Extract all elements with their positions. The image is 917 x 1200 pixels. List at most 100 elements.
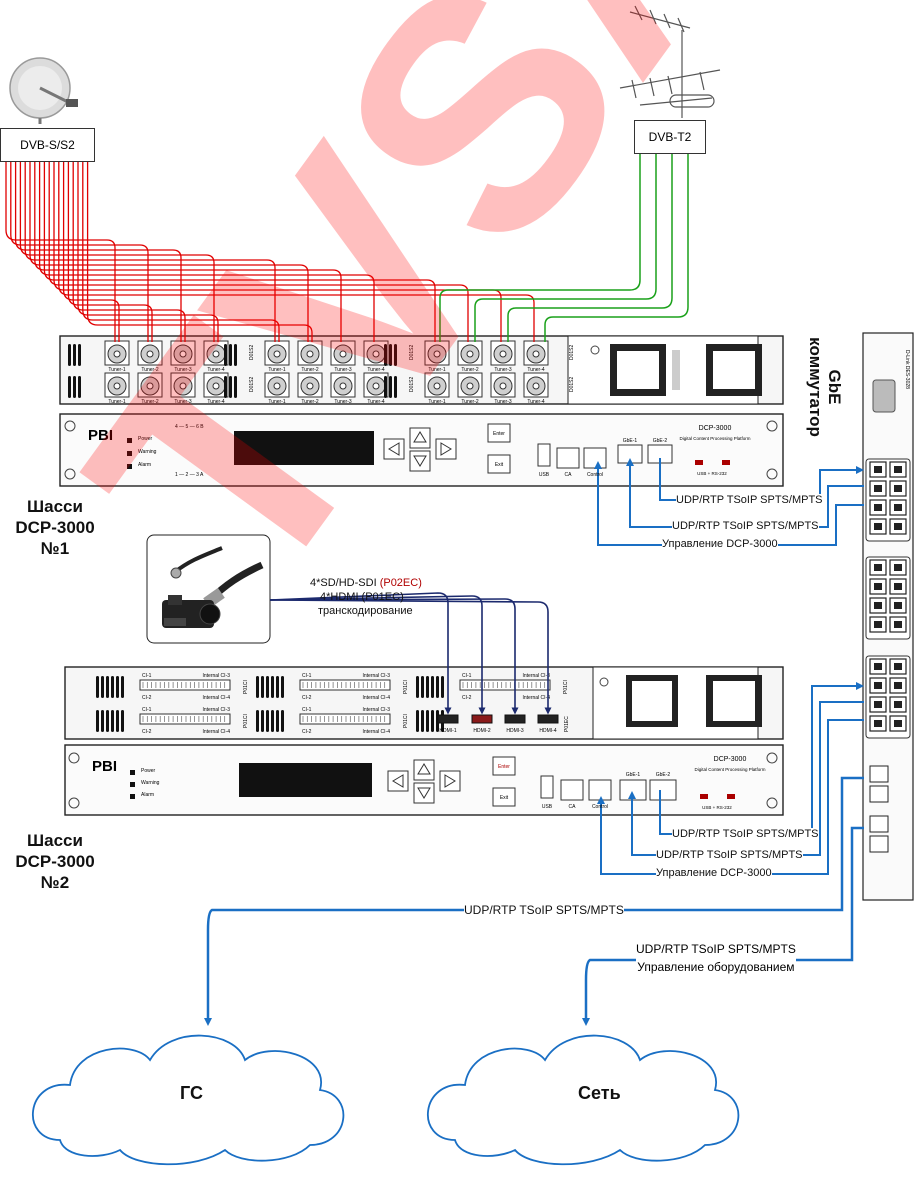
module-tag: D01S2 (249, 344, 255, 360)
ci-module-tag: P01CI (563, 680, 569, 694)
chassis2-vent (96, 710, 99, 732)
chassis1-port-gbe1: GbE-1 (623, 438, 638, 444)
chassis2-vent (276, 710, 279, 732)
chassis2-vent (266, 710, 269, 732)
tuner-label: Tuner-1 (268, 399, 286, 405)
chassis2-brand: PBI (92, 758, 117, 775)
ci-slot (139, 679, 231, 691)
chassis2-port-usb-rs232: USB + RS-232 (702, 805, 732, 810)
ci-slot (299, 713, 391, 725)
switch-sfp-port (869, 785, 889, 803)
camera-cable (269, 599, 552, 715)
cloud-net (426, 1034, 740, 1166)
chassis2-caption: Шасси DCP-3000 №2 (0, 830, 110, 893)
chassis2-vent (421, 676, 424, 698)
tuner-connector-pin (273, 350, 281, 358)
chassis2-vent (281, 710, 284, 732)
camera-input-line2: 4*HDMI (P01EC) (320, 591, 404, 603)
chassis2-vent (106, 676, 109, 698)
tuner-connector-pin (179, 382, 187, 390)
chassis1-port-gbe2: GbE-2 (653, 438, 668, 444)
chassis2-vent (431, 676, 434, 698)
chassis1-port-control: Control (587, 472, 603, 478)
chassis1-port-usb: USB (539, 472, 550, 478)
satellite-dish-icon (9, 57, 78, 124)
chassis2-caption-line1: Шасси (27, 831, 83, 850)
tuner-connector-pin (466, 382, 474, 390)
chassis2-vent (266, 676, 269, 698)
tuner-label: Tuner-4 (527, 399, 545, 405)
switch-port-socket (874, 720, 882, 727)
switch-caption: GbE коммутатор (806, 317, 844, 457)
chassis1-vent (224, 344, 227, 366)
chassis1-nav-pad (383, 427, 457, 472)
chassis2-vent (416, 676, 419, 698)
switch-sfp-port (869, 815, 889, 833)
chassis2-exit: Exit (500, 795, 509, 801)
chassis2-vent (426, 710, 429, 732)
switch-port-socket (894, 663, 902, 670)
ci-label: CI-2 (462, 695, 472, 701)
tuner-connector-pin (306, 382, 314, 390)
hdmi-label: HDMI-3 (506, 728, 523, 734)
chassis2-vent (281, 676, 284, 698)
tuner-label: Tuner-3 (334, 367, 352, 373)
tuner-connector-pin (212, 350, 220, 358)
link-c2-control: Управление DCP-3000 (656, 867, 772, 879)
ci-label: Internal CI-4 (202, 729, 230, 735)
camera-input-line1: 4*SD/HD-SDI (P02EC) (310, 576, 422, 590)
switch-port-socket (874, 682, 882, 689)
ci-label: Internal CI-4 (522, 695, 550, 701)
hdmi-port (471, 714, 493, 724)
dvbs-cable (58, 160, 535, 342)
tuner-label: Tuner-1 (108, 399, 126, 405)
chassis1-vent (224, 376, 227, 398)
chassis2-vent (111, 676, 114, 698)
tuner-label: Tuner-3 (494, 367, 512, 373)
chassis2-vent (256, 676, 259, 698)
chassis2-vent (121, 676, 124, 698)
chassis1-led-warning: Warning (138, 449, 157, 455)
chassis1-caption-line1: Шасси (27, 497, 83, 516)
link-to-gs: UDP/RTP TSoIP SPTS/MPTS (464, 903, 624, 917)
chassis1-vent (68, 344, 71, 366)
dvbt-label: DVB-T2 (648, 130, 692, 144)
tuner-label: Tuner-1 (428, 367, 446, 373)
tuner-connector-pin (179, 350, 187, 358)
chassis2-enter: Enter (498, 764, 510, 770)
switch-device-name: D-Link DES-3028 (904, 350, 910, 389)
switch-port-socket (894, 523, 902, 530)
chassis2-vent (436, 676, 439, 698)
chassis1-led-power: Power (138, 436, 153, 442)
tuner-connector-pin (433, 350, 441, 358)
tuner-connector-pin (306, 350, 314, 358)
chassis2-vent (116, 710, 119, 732)
chassis2-vent (96, 676, 99, 698)
chassis2-vent (416, 710, 419, 732)
switch-port-socket (874, 602, 882, 609)
switch-port-socket (894, 466, 902, 473)
chassis1-vent (68, 376, 71, 398)
hdmi-port (437, 714, 459, 724)
ci-label: Internal CI-3 (362, 673, 390, 679)
tuner-connector-pin (532, 350, 540, 358)
module-tag: D01S2 (409, 344, 415, 360)
tuner-connector-pin (113, 382, 121, 390)
camera-cable (269, 592, 452, 715)
chassis2-led-alarm: Alarm (141, 792, 154, 798)
dvbt-cable (474, 152, 657, 342)
switch-port-socket (894, 564, 902, 571)
ci-label: CI-1 (462, 673, 472, 679)
link-c1-gbe1: UDP/RTP TSoIP SPTS/MPTS (672, 520, 819, 532)
switch-port-socket (874, 523, 882, 530)
hdmi-module-tag: P01EC (564, 716, 570, 732)
chassis1-exit: Exit (495, 462, 504, 468)
tuner-connector-pin (339, 382, 347, 390)
tuner-label: Tuner-4 (367, 367, 385, 373)
camera-input-line3: транскодирование (318, 605, 413, 617)
chassis2-vent (441, 676, 444, 698)
ci-label: CI-1 (302, 707, 312, 713)
link-to-net-line1: UDP/RTP TSoIP SPTS/MPTS (636, 942, 796, 956)
